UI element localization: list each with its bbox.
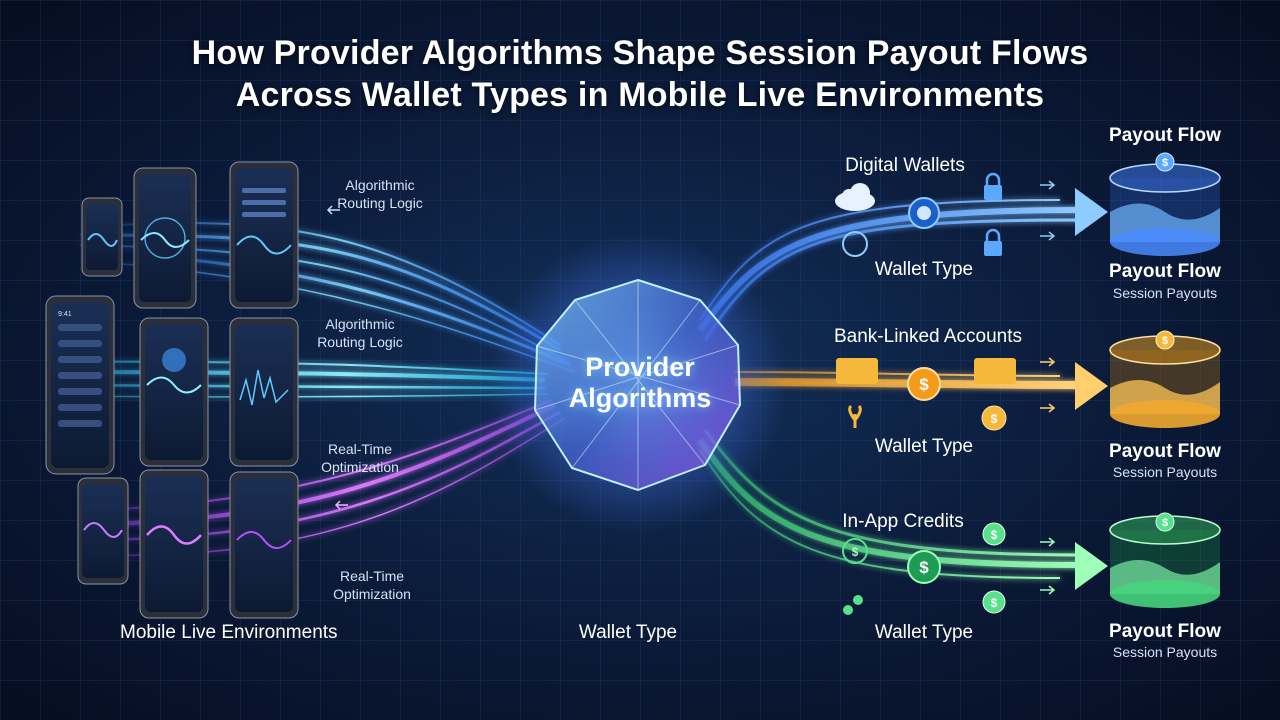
title-line-1: How Provider Algorithms Shape Session Pa… xyxy=(191,34,1089,72)
dollar-glyph: $ xyxy=(919,558,929,577)
phone: 9:41 xyxy=(45,295,115,475)
phones: 9:41 xyxy=(45,161,299,619)
coin-icon xyxy=(982,590,1006,614)
wallet-type-inapp: Wallet Type xyxy=(874,622,974,643)
realtime-label-bottom: Real-Time Optimization xyxy=(333,568,411,602)
payout-flow-top-label: Payout Flow xyxy=(1109,125,1221,146)
title-line-2: Across Wallet Types in Mobile Live Envir… xyxy=(235,76,1045,114)
lock-icon xyxy=(984,228,1002,256)
node-icon xyxy=(843,605,853,615)
wallet-type-bank: Wallet Type xyxy=(874,436,974,457)
wallet-type-digital: Wallet Type xyxy=(874,259,974,280)
blue-arrow-icon xyxy=(1075,188,1108,236)
cloud-icon xyxy=(835,183,875,211)
dollar-glyph: $ xyxy=(1162,335,1168,347)
coin-icon xyxy=(1155,152,1175,172)
coin-icon xyxy=(1155,512,1175,532)
node-icon xyxy=(853,595,863,605)
routing-label-middle: Algorithmic Routing Logic xyxy=(317,316,403,350)
phone xyxy=(139,317,209,467)
dollar-coin-icon xyxy=(907,550,941,584)
phone xyxy=(229,471,299,619)
blue-container xyxy=(1109,163,1221,256)
phone-status-time: 9:41 xyxy=(58,311,72,318)
shield-icon xyxy=(908,197,940,229)
wallet-name-bank: Bank-Linked Accounts xyxy=(833,326,1023,347)
dollar-glyph: $ xyxy=(852,545,859,559)
wallet-name-digital: Digital Wallets xyxy=(845,155,965,176)
card-icon xyxy=(836,358,878,384)
payout-subtitle-1: Session Payouts xyxy=(1112,285,1218,301)
phone xyxy=(229,317,299,467)
dollar-coin-icon xyxy=(907,367,941,401)
realtime-label-middle: Real-Time Optimization xyxy=(321,441,399,475)
lock-icon xyxy=(984,172,1002,200)
payout-subtitle-2: Session Payouts xyxy=(1112,464,1218,480)
payout-title-3: Payout Flow xyxy=(1109,621,1221,642)
payout-title-2: Payout Flow xyxy=(1109,441,1221,462)
dollar-glyph: $ xyxy=(991,412,998,426)
credit-coin-icon xyxy=(842,538,868,564)
mobile-environments-label: Mobile Live Environments xyxy=(120,622,338,643)
gold-container xyxy=(1109,335,1221,428)
card-icon xyxy=(974,358,1016,384)
phone xyxy=(81,197,123,277)
flow-arrows xyxy=(326,180,1108,595)
green-container xyxy=(1109,515,1221,608)
coin-icon xyxy=(982,522,1006,546)
dollar-glyph: $ xyxy=(1162,517,1168,529)
phone xyxy=(139,469,209,619)
provider-algorithms-label: Provider Algorithms xyxy=(568,352,712,413)
wallet-name-inapp: In-App Credits xyxy=(842,511,964,532)
routing-label-top: Algorithmic Routing Logic xyxy=(337,177,423,211)
center-wallet-type-label: Wallet Type xyxy=(578,622,678,643)
dollar-glyph: $ xyxy=(991,596,998,610)
payout-containers xyxy=(1109,152,1221,608)
dollar-glyph: $ xyxy=(1162,157,1168,169)
plant-icon xyxy=(848,404,862,428)
dollar-glyph: $ xyxy=(919,375,929,394)
payout-title-1: Payout Flow xyxy=(1109,261,1221,282)
dollar-glyph: $ xyxy=(991,528,998,542)
coin-icon xyxy=(1155,330,1175,350)
green-arrow-icon xyxy=(1075,542,1108,590)
phone xyxy=(77,477,129,585)
wallet-icons xyxy=(835,172,1016,615)
payout-subtitle-3: Session Payouts xyxy=(1112,644,1218,660)
gold-arrow-icon xyxy=(1075,362,1108,410)
provider-core xyxy=(488,233,788,533)
phone xyxy=(133,167,197,309)
phone xyxy=(229,161,299,309)
coin-icon xyxy=(981,405,1007,431)
bulb-icon xyxy=(842,231,868,257)
